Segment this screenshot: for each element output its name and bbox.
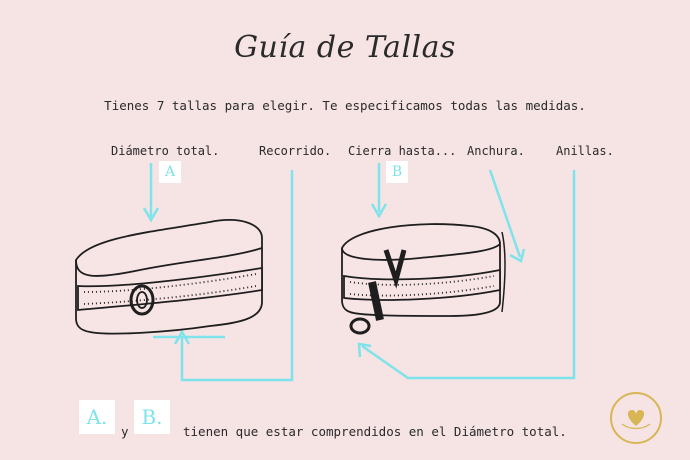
arrow-anillas: [361, 170, 576, 380]
label-anillas: Anillas.: [556, 144, 614, 158]
anchura-bracket: [501, 231, 506, 313]
collar-right: [341, 223, 501, 335]
marker-a-big: A.: [79, 400, 115, 434]
footer-text: tienen que estar comprendidos en el Diám…: [183, 424, 567, 439]
marker-b-big: B.: [134, 400, 170, 434]
arrow-anchura: [488, 169, 522, 258]
label-cierra: Cierra hasta...: [348, 144, 457, 158]
footer-y: y: [121, 424, 129, 439]
label-diametro: Diámetro total.: [111, 144, 220, 158]
collar-left: [75, 219, 263, 335]
label-anchura: Anchura.: [467, 144, 525, 158]
page-title: Guía de Tallas: [234, 30, 456, 65]
marker-a: A: [159, 161, 181, 183]
marker-b: B: [386, 161, 408, 183]
label-recorrido: Recorrido.: [259, 144, 332, 158]
arrow-recorrido: [180, 170, 294, 382]
page-subtitle: Tienes 7 tallas para elegir. Te especifi…: [104, 98, 586, 113]
heart-logo-icon: [610, 392, 662, 444]
guide-lines: [142, 163, 576, 382]
